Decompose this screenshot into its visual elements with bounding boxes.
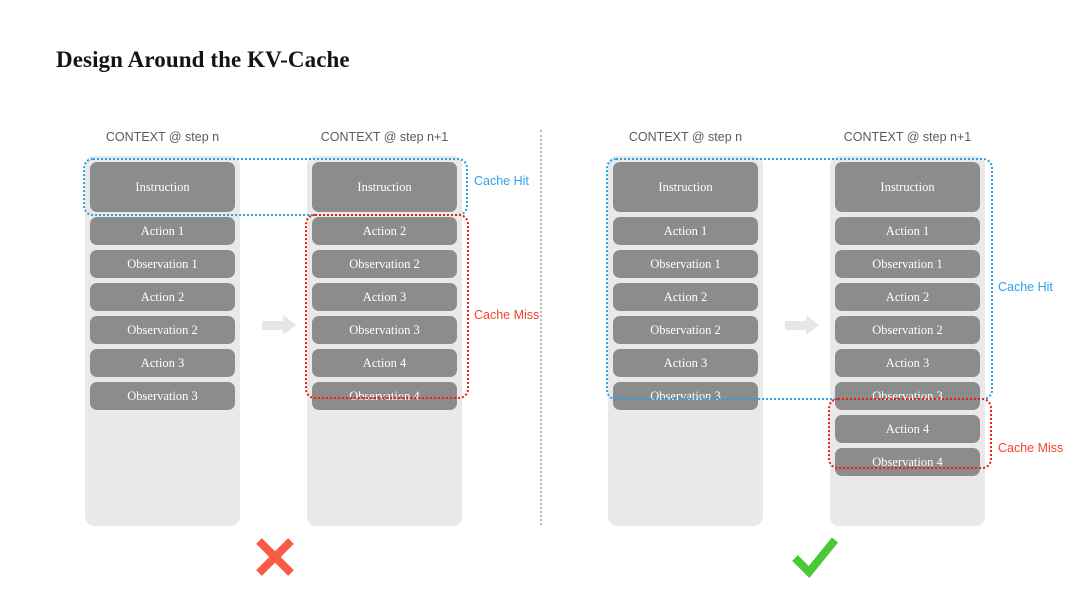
context-block: Action 3 <box>613 349 758 377</box>
context-block: Instruction <box>90 162 235 212</box>
arrow-head <box>806 315 819 335</box>
transition-arrow <box>785 315 819 335</box>
context-block: Action 2 <box>835 283 980 311</box>
cache-hit-label: Cache Hit <box>998 280 1053 294</box>
column-header-step-n: CONTEXT @ step n <box>628 130 743 144</box>
context-block: Observation 2 <box>90 316 235 344</box>
context-block: Instruction <box>835 162 980 212</box>
context-block: Observation 3 <box>312 316 457 344</box>
cross-icon <box>245 527 305 587</box>
context-block: Observation 2 <box>835 316 980 344</box>
cache-hit-label: Cache Hit <box>474 174 529 188</box>
arrow-shaft <box>262 321 284 330</box>
context-container-step-n1: Instruction Action 2 Observation 2 Actio… <box>307 156 462 526</box>
context-block: Action 3 <box>312 283 457 311</box>
check-icon <box>785 527 845 587</box>
context-block: Action 2 <box>312 217 457 245</box>
context-block: Action 1 <box>90 217 235 245</box>
context-block: Observation 1 <box>613 250 758 278</box>
context-block: Observation 3 <box>90 382 235 410</box>
context-block: Instruction <box>613 162 758 212</box>
context-block: Observation 1 <box>835 250 980 278</box>
context-block: Action 1 <box>835 217 980 245</box>
context-container-step-n: Instruction Action 1 Observation 1 Actio… <box>608 156 763 526</box>
context-block: Action 2 <box>90 283 235 311</box>
context-block: Action 3 <box>835 349 980 377</box>
context-block: Observation 4 <box>312 382 457 410</box>
context-block: Observation 2 <box>613 316 758 344</box>
context-block: Action 2 <box>613 283 758 311</box>
context-block: Observation 1 <box>90 250 235 278</box>
context-block: Instruction <box>312 162 457 212</box>
context-block: Observation 3 <box>835 382 980 410</box>
context-block: Action 4 <box>312 349 457 377</box>
column-header-step-n: CONTEXT @ step n <box>105 130 220 144</box>
cache-miss-label: Cache Miss <box>998 441 1064 455</box>
context-block: Observation 4 <box>835 448 980 476</box>
context-block: Observation 3 <box>613 382 758 410</box>
page-title: Design Around the KV-Cache <box>56 47 350 72</box>
panel-divider <box>540 130 542 525</box>
context-block: Action 1 <box>613 217 758 245</box>
column-header-step-n1: CONTEXT @ step n+1 <box>843 130 972 144</box>
arrow-head <box>283 315 296 335</box>
context-block: Action 3 <box>90 349 235 377</box>
context-block: Action 4 <box>835 415 980 443</box>
context-block: Observation 2 <box>312 250 457 278</box>
transition-arrow <box>262 315 296 335</box>
cache-miss-label: Cache Miss <box>474 308 540 322</box>
column-header-step-n1: CONTEXT @ step n+1 <box>320 130 449 144</box>
context-container-step-n: Instruction Action 1 Observation 1 Actio… <box>85 156 240 526</box>
arrow-shaft <box>785 321 807 330</box>
context-container-step-n1: Instruction Action 1 Observation 1 Actio… <box>830 156 985 526</box>
